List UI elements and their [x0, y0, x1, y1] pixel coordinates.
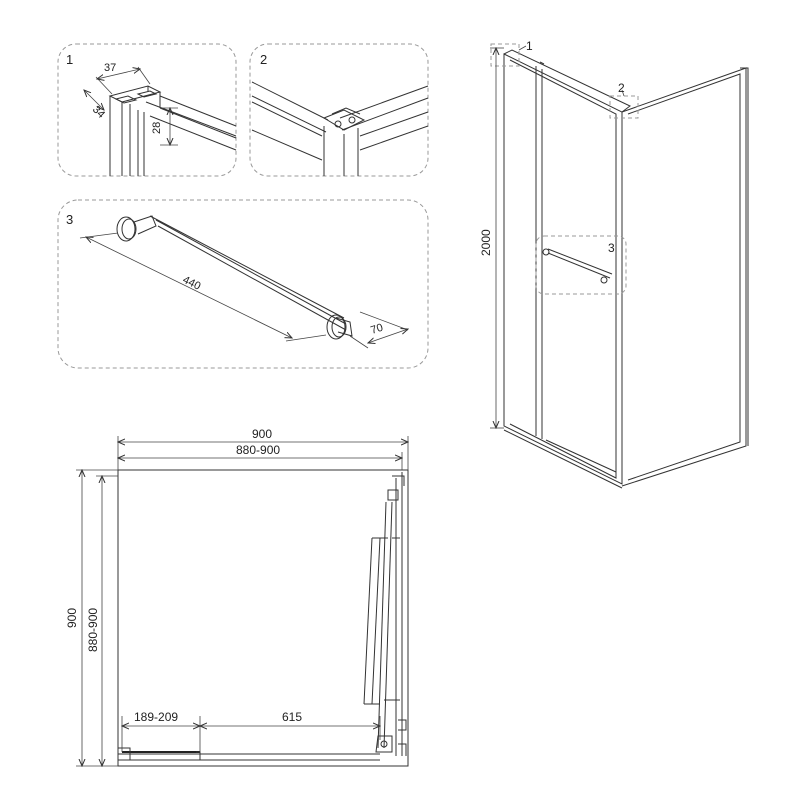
plan-depth-adjust-label: 880-900 — [86, 608, 100, 652]
detail-2-frame — [249, 43, 429, 177]
towel-bar-mini — [542, 248, 613, 284]
entry-range-label: 189-209 — [134, 710, 178, 724]
detail-3-frame — [57, 199, 429, 369]
dimension-37-label: 37 — [104, 62, 116, 74]
detail-2-corner-joint: 2 — [249, 43, 429, 177]
detail-2-number: 2 — [260, 52, 267, 67]
plan-outline — [117, 469, 409, 767]
callout-2-label: 2 — [618, 81, 625, 95]
door-width-label: 615 — [282, 710, 302, 724]
plan-width-label: 900 — [252, 427, 272, 441]
dimension-70: 70 — [349, 311, 408, 349]
towel-bar-handle — [116, 215, 353, 340]
dimension-440: 440 — [79, 232, 327, 342]
detail-2-joint — [251, 81, 429, 176]
plan-view: 900 880-900 900 880-900 189-209 — [65, 427, 408, 766]
dimension-37: 37 — [95, 62, 151, 95]
plan-width-adjust-label: 880-900 — [236, 443, 280, 457]
plan-right-panel — [363, 472, 407, 756]
dimension-880-900-top: 880-900 — [118, 443, 402, 470]
callout-1-label: 1 — [526, 39, 533, 53]
dimension-28: 28 — [151, 108, 178, 145]
dimension-900-top: 900 — [118, 427, 408, 470]
callout-2-box — [609, 95, 639, 119]
dimension-189-209: 189-209 — [122, 710, 200, 752]
dimension-34: 34 — [84, 90, 107, 121]
callout-1-box — [490, 43, 520, 67]
dimension-2000-label: 2000 — [479, 229, 493, 256]
detail-1-profile — [108, 85, 237, 176]
dimension-440-label: 440 — [181, 274, 203, 293]
dimension-2000: 2000 — [479, 48, 504, 428]
dimension-880-900-left: 880-900 — [86, 476, 118, 766]
dimension-615: 615 — [200, 710, 380, 740]
dimension-34-label: 34 — [90, 104, 107, 121]
detail-3-number: 3 — [66, 212, 73, 227]
enclosure-3d-view: 1 2 3 2000 — [479, 39, 749, 489]
detail-1-frame — [57, 43, 237, 177]
detail-3-towel-bar: 3 440 70 — [57, 199, 429, 369]
callout-3-box — [535, 235, 627, 295]
detail-1-number: 1 — [66, 52, 73, 67]
dimension-900-left: 900 — [65, 470, 118, 766]
dimension-70-label: 70 — [369, 322, 384, 337]
plan-depth-label: 900 — [65, 608, 79, 628]
dimension-28-label: 28 — [151, 122, 163, 134]
detail-1-profile-section: 1 37 34 — [57, 43, 237, 177]
callout-3-label: 3 — [608, 241, 615, 255]
